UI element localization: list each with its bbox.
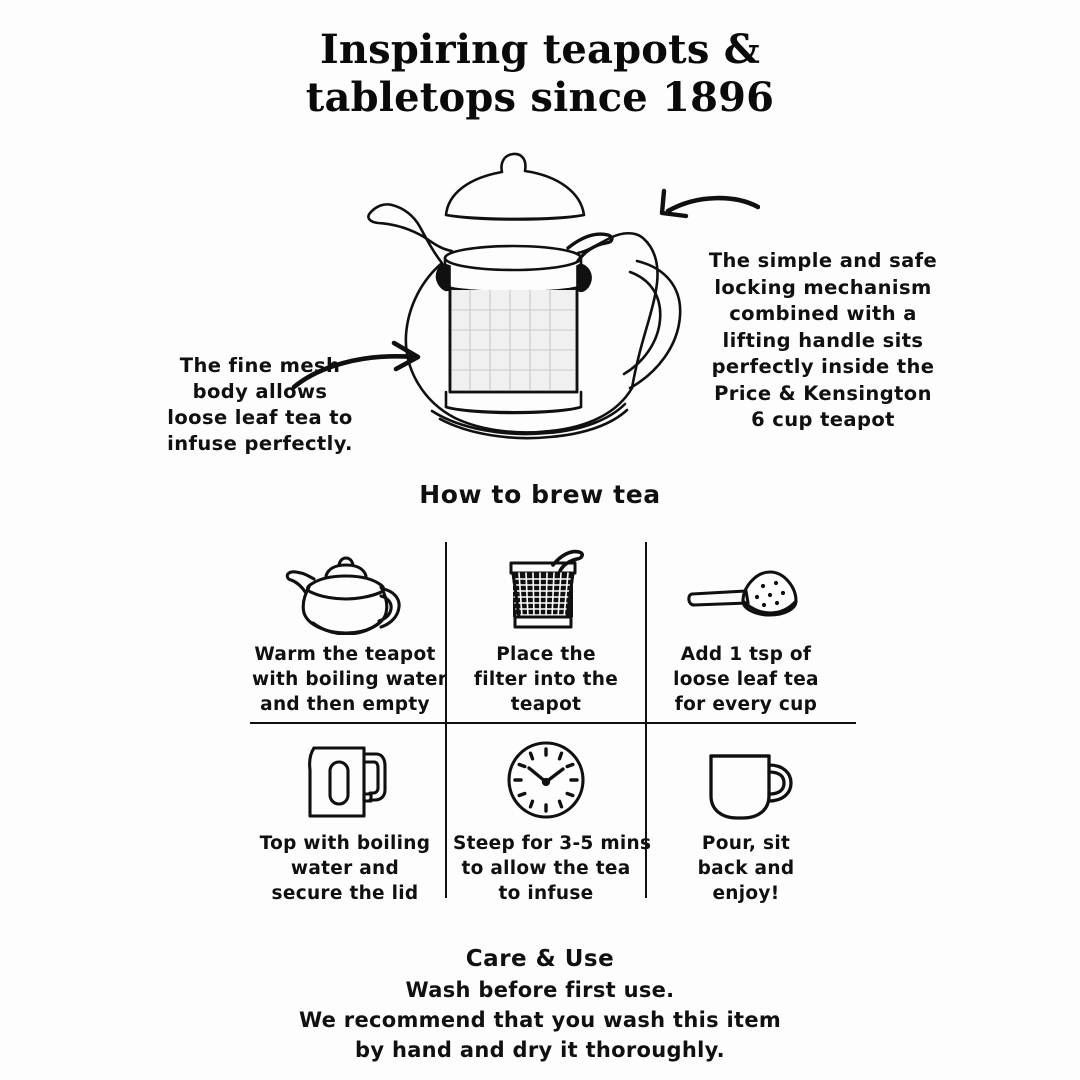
tea-spoon-icon <box>653 543 839 635</box>
callout-left-text: The fine mesh body allows loose leaf tea… <box>150 353 370 457</box>
care-body-text: Wash before first use. We recommend that… <box>0 975 1080 1065</box>
care-line-1: Wash before first use. <box>405 978 675 1002</box>
brew-step-4-caption: Top with boiling water and secure the li… <box>259 833 431 904</box>
brew-step-3: Add 1 tsp of loose leaf tea for every cu… <box>653 543 839 717</box>
callout-left-line-2: body allows <box>192 380 328 403</box>
brew-step-1: Warm the teapot with boiling water and t… <box>252 543 448 717</box>
callout-right-line-3: combined with a <box>729 302 917 325</box>
callout-left-line-3: loose leaf tea to <box>167 406 353 429</box>
brew-step-1-caption: Warm the teapot with boiling water and t… <box>252 644 448 715</box>
callout-right-line-5: perfectly inside the <box>711 355 935 378</box>
brew-step-5-caption: Steep for 3-5 mins to allow the tea to i… <box>453 833 652 904</box>
brew-step-6: Pour, sit back and enjoy! <box>653 732 839 906</box>
callout-right-line-2: locking mechanism <box>714 275 932 299</box>
grid-divider-horizontal <box>250 722 856 725</box>
brew-step-4: Top with boiling water and secure the li… <box>252 732 438 906</box>
page-title-line-2: tabletops since 1896 <box>305 74 775 121</box>
brew-steps-grid: Warm the teapot with boiling water and t… <box>250 535 856 905</box>
teapot-with-filter-illustration <box>367 152 682 440</box>
callout-right-line-4: lifting handle sits <box>722 328 924 352</box>
page-title-line-1: Inspiring teapots & <box>319 26 761 73</box>
callout-left-line-4: infuse perfectly. <box>167 432 353 455</box>
mug-icon <box>653 732 839 824</box>
care-and-use-section: Care & Use Wash before first use. We rec… <box>0 944 1080 1065</box>
mesh-filter-icon <box>453 543 639 635</box>
teapot-icon <box>252 543 438 635</box>
callout-right-line-6: Price & Kensington <box>714 381 932 405</box>
care-heading: Care & Use <box>465 946 615 972</box>
brew-step-2-caption: Place the filter into the teapot <box>473 644 619 715</box>
callout-right-line-1: The simple and safe <box>708 249 938 272</box>
kettle-icon <box>252 732 438 824</box>
grid-divider-vertical-right <box>645 542 648 898</box>
brew-step-6-caption: Pour, sit back and enjoy! <box>697 833 795 904</box>
care-line-2: We recommend that you wash this item <box>298 1008 782 1032</box>
brew-step-2: Place the filter into the teapot <box>453 543 639 717</box>
callout-right-line-7: 6 cup teapot <box>751 408 895 431</box>
callout-right-text: The simple and safe locking mechanism co… <box>690 248 956 434</box>
arrow-pointing-to-mesh-icon <box>291 340 421 390</box>
clock-icon <box>453 732 639 824</box>
brew-step-3-caption: Add 1 tsp of loose leaf tea for every cu… <box>673 644 819 715</box>
brew-section-heading: How to brew tea <box>419 480 661 509</box>
grid-divider-vertical-left <box>445 542 448 898</box>
page-title: Inspiring teapots & tabletops since 1896 <box>0 26 1080 122</box>
care-line-3: by hand and dry it thoroughly. <box>355 1038 725 1062</box>
callout-left-line-1: The fine mesh <box>179 354 341 377</box>
brew-step-5: Steep for 3-5 mins to allow the tea to i… <box>453 732 652 906</box>
arrow-pointing-to-lid-icon <box>659 188 760 219</box>
